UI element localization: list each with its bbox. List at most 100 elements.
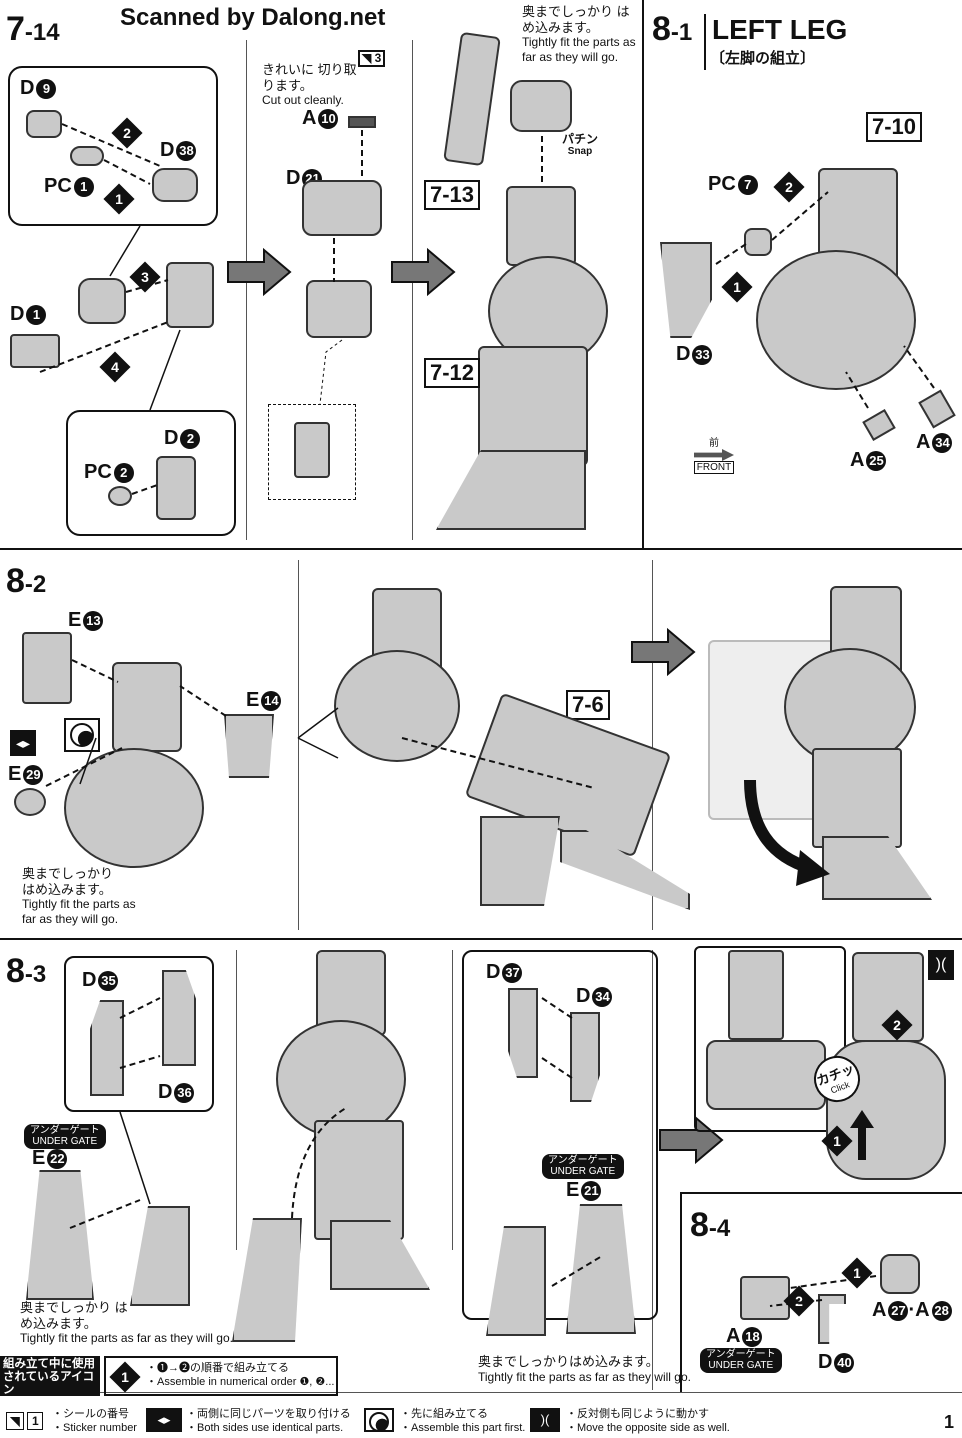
part-e29-shape	[14, 788, 46, 816]
assembly-lines-8-1	[715, 191, 935, 409]
detail-knee-shape	[706, 1040, 826, 1110]
step-8-1-title-jp: 〔左脚の組立〕	[710, 50, 816, 67]
legend-first: ・先に組み立てる ・Assemble this part first.	[400, 1408, 526, 1434]
part-pc7-shape	[744, 228, 772, 256]
legend-first-icon	[364, 1408, 394, 1432]
assembly-lines-fit	[541, 136, 543, 186]
legend-header: 組み立て中に使用 されているアイコン Symbols used in instr…	[0, 1356, 100, 1416]
ref-7-13: 7-13	[424, 180, 481, 211]
legend-assemble-box	[104, 1356, 338, 1396]
legend-top	[0, 1392, 962, 1393]
step-8-1-title: LEFT LEG	[712, 14, 848, 45]
process-arrow-icon	[631, 627, 696, 677]
leg-knee-disc-shape	[64, 748, 204, 868]
part-d1-shape	[10, 334, 60, 368]
part-a27-a28-shape	[880, 1254, 920, 1294]
divider-8-3b	[452, 950, 453, 1250]
leg-knee-disc-shape	[826, 1040, 946, 1180]
part-d35-shape	[90, 1000, 124, 1096]
process-arrow-icon	[391, 247, 456, 297]
assembly-lines-8-3-mid	[291, 1107, 347, 1219]
legend-assemble: ・❶→❷の順番で組み立てる ・Assemble in numerical ord…	[146, 1362, 335, 1388]
part-joint-shape	[510, 80, 572, 132]
step-8-1-number: 8-1	[652, 10, 693, 48]
divider-8-1	[642, 0, 644, 548]
legend-opposite: ・反対側も同じように動かす ・Move the opposite side as…	[566, 1408, 730, 1434]
title-divider	[704, 14, 706, 70]
subassembly-box-d35-d36	[64, 956, 214, 1112]
process-arrow-icon	[227, 247, 292, 297]
divider-7-14b	[412, 40, 413, 540]
assembly-lines-8-3-left	[69, 997, 161, 1229]
part-e21-shape	[566, 1204, 636, 1334]
joint-assembly-shape	[306, 280, 372, 338]
cutout-note: きれいに 切り取ります。 Cut out cleanly.	[262, 62, 357, 108]
part-d37-shape	[508, 988, 538, 1078]
part-a18-shape	[740, 1276, 790, 1320]
sticker-ref-icon: ◥ 3	[358, 50, 386, 68]
step-8-3-number: 8-3	[6, 952, 47, 990]
part-d38-shape	[152, 168, 198, 202]
order-marker: 2	[881, 1009, 913, 1041]
divider-8-3a	[236, 950, 237, 1250]
row-divider-2	[0, 938, 962, 940]
assembly-lines-8-2-mid	[297, 707, 595, 789]
ref-7-12: 7-12	[424, 358, 481, 389]
snap-label: パチン Snap	[562, 132, 599, 158]
legend-sticker: ・シールの番号 ・Sticker number	[52, 1408, 137, 1434]
leg-knee-disc-shape	[756, 250, 916, 390]
subassembly-result-shape	[78, 278, 126, 324]
legend-opposite-icon: )(	[530, 1408, 560, 1432]
move-opposite-icon: )(	[928, 950, 954, 980]
row-divider-1	[0, 548, 962, 550]
fit-note-8-2: 奥までしっかり はめ込みます。 Tightly fit the parts as…	[22, 866, 136, 926]
subassembly-box-d9-d38	[8, 66, 218, 226]
part-d2-shape	[156, 456, 196, 520]
ref-7-6: 7-6	[566, 690, 610, 721]
legend-sticker-icon: ◥ 1	[6, 1412, 44, 1430]
leg-knee-disc-shape	[334, 650, 460, 762]
assembly-lines-8-3-right	[541, 997, 603, 1287]
divider-7-14a	[246, 40, 247, 540]
divider-8-2a	[298, 560, 299, 930]
part-frame-shape	[166, 262, 214, 328]
assemble-first-icon	[64, 718, 100, 752]
legend-both-icon: ◂▸	[146, 1408, 182, 1432]
legend-both: ・両側に同じパーツを取り付ける ・Both sides use identica…	[186, 1408, 351, 1434]
box-8-4-left	[680, 1192, 682, 1392]
subassembly-box-d37-d34	[462, 950, 658, 1320]
leg-upper-shape	[506, 186, 576, 266]
assembly-lines-7-14	[39, 123, 181, 495]
both-sides-icon: ◂▸	[10, 730, 36, 756]
part-e13-shape	[22, 632, 72, 704]
assembly-lines-8-4	[769, 1275, 877, 1307]
box-8-4-top	[680, 1192, 962, 1194]
leg-lower-shape	[812, 748, 902, 848]
step-8-4-number: 8-4	[690, 1206, 731, 1244]
leg-lower-shape	[478, 346, 588, 466]
watermark: Scanned by Dalong.net	[120, 4, 386, 31]
detail-inset-part	[294, 422, 330, 478]
leg-upper-shape	[112, 662, 182, 752]
